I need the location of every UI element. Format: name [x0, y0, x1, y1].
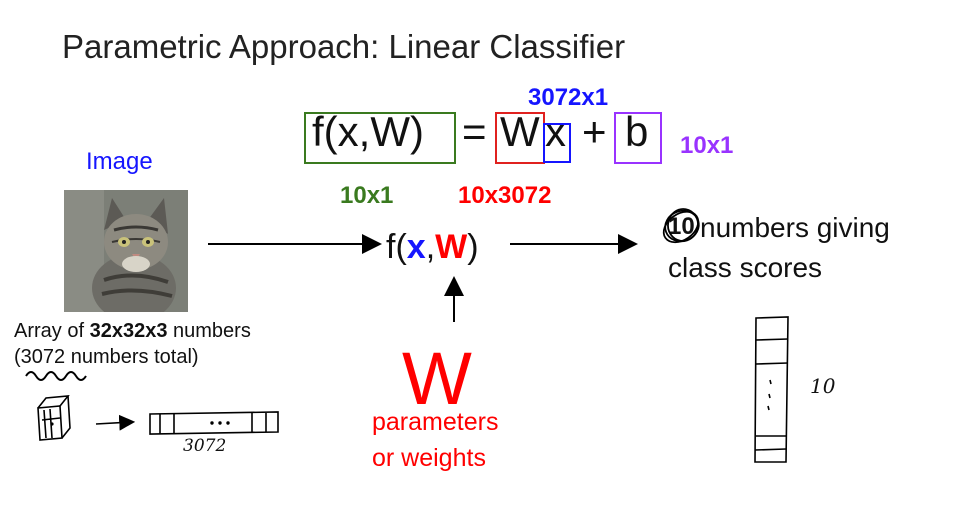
dim-W-label: 10x3072 [458, 182, 552, 209]
function-expression: f(x,W) [386, 228, 479, 267]
image-caption-line2: (3072 numbers total) [14, 346, 199, 368]
dim-f-label: 10x1 [340, 182, 394, 209]
dim-b-label: 10x1 [680, 132, 734, 159]
handwritten-10: 10 [810, 374, 836, 398]
handwritten-cube [37, 395, 71, 441]
output-line2: class scores [668, 252, 823, 283]
slide-title: Parametric Approach: Linear Classifier [62, 28, 626, 65]
handwritten-3072: 3072 [183, 436, 227, 456]
image-caption-line1: Array of 32x32x3 numbers [14, 320, 251, 343]
b-purple-box [614, 112, 662, 164]
lhs-green-box [304, 112, 456, 164]
dim-x-label: 3072x1 [528, 84, 609, 111]
function-x: x [406, 228, 426, 266]
output-line1: numbers giving [700, 212, 890, 243]
plus-sign: + [582, 108, 607, 155]
equals-sign: = [462, 108, 487, 155]
flattened-vector [149, 411, 279, 435]
cat-icon [64, 190, 188, 312]
image-label: Image [86, 148, 153, 175]
cat-image [64, 190, 188, 312]
weights-line2: or weights [372, 444, 486, 472]
small-arrow [95, 414, 136, 431]
weights-line1: parameters [372, 408, 499, 436]
function-W: W [435, 228, 468, 266]
function-close: ) [467, 228, 479, 266]
function-comma: , [425, 228, 436, 266]
caption-bold: 32x32x3 [89, 320, 168, 342]
equation-lhs: f(x,W) [312, 108, 424, 155]
equation-x: x [545, 108, 566, 155]
circled-10-scribble [662, 208, 700, 244]
function-f-open: f( [386, 228, 407, 266]
x-blue-box [543, 123, 571, 163]
caption-suffix: numbers [167, 320, 251, 342]
score-vector [754, 316, 789, 463]
caption-prefix: Array of [14, 320, 90, 342]
weights-symbol: W [402, 337, 472, 420]
equation: f(x,W) [312, 108, 424, 156]
equation-W: W [500, 108, 540, 155]
squiggle-underline [25, 371, 87, 381]
equation-b: b [625, 108, 649, 155]
